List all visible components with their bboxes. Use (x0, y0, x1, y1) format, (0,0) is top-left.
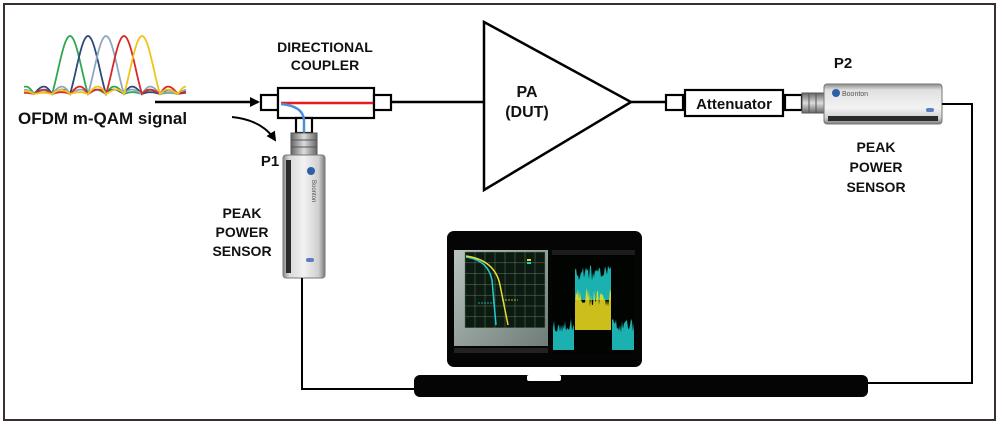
p1-label-line2: POWER (216, 224, 269, 240)
attenuator-output-port (785, 95, 802, 110)
p1-label-line1: PEAK (223, 205, 262, 221)
p2-brand: Boonton (842, 91, 868, 98)
boonton-logo-icon (832, 89, 840, 97)
coupler-input-port (261, 95, 278, 110)
pa-label-line2: (DUT) (505, 104, 549, 121)
subcarrier-3 (24, 36, 186, 94)
coupler-title-line1: DIRECTIONAL (277, 39, 373, 55)
coupler-title-line2: COUPLER (291, 57, 359, 73)
p2-label-line3: SENSOR (846, 179, 905, 195)
p1-port-label: P1 (261, 153, 279, 170)
power-amplifier-dut: PA (DUT) (484, 22, 631, 190)
laptop-base (414, 375, 868, 397)
subcarrier-2 (24, 36, 186, 94)
boonton-logo-icon (307, 167, 315, 175)
signal-label: OFDM m-QAM signal (18, 109, 187, 128)
p1-brand: Boonton (310, 180, 316, 202)
trace-plot-screen (552, 250, 635, 354)
p2-connector (802, 93, 824, 113)
p2-warning-strip (828, 116, 938, 121)
attenuator-input-port (666, 95, 683, 110)
peak-power-sensor-p1: Boonton P1 PEAK POWER SENSOR (212, 133, 325, 278)
subcarrier-4 (24, 36, 186, 94)
p1-warning-strip (286, 160, 291, 273)
pa-label-line1: PA (516, 84, 537, 101)
laptop-trackpad-notch (527, 375, 561, 381)
p2-port-label: P2 (834, 55, 852, 72)
coupled-arrow (232, 117, 275, 140)
p1-connector (291, 133, 317, 155)
subcarrier-5 (24, 36, 186, 94)
p2-label-line2: POWER (850, 159, 903, 175)
ccdf-plot-screen (454, 250, 548, 353)
directional-coupler: DIRECTIONAL COUPLER (261, 39, 391, 140)
attenuator-label: Attenuator (696, 96, 772, 113)
p1-label-line3: SENSOR (212, 243, 271, 259)
cable-p1-to-laptop (302, 278, 414, 389)
attenuator: Attenuator (666, 90, 802, 116)
subcarrier-1 (24, 36, 186, 94)
peak-power-sensor-p2: Boonton P2 PEAK POWER SENSOR (802, 55, 942, 195)
ofdm-spectrum-icon (24, 36, 186, 94)
p2-label-line1: PEAK (857, 139, 896, 155)
coupler-output-port (374, 95, 391, 110)
laptop (414, 231, 868, 397)
